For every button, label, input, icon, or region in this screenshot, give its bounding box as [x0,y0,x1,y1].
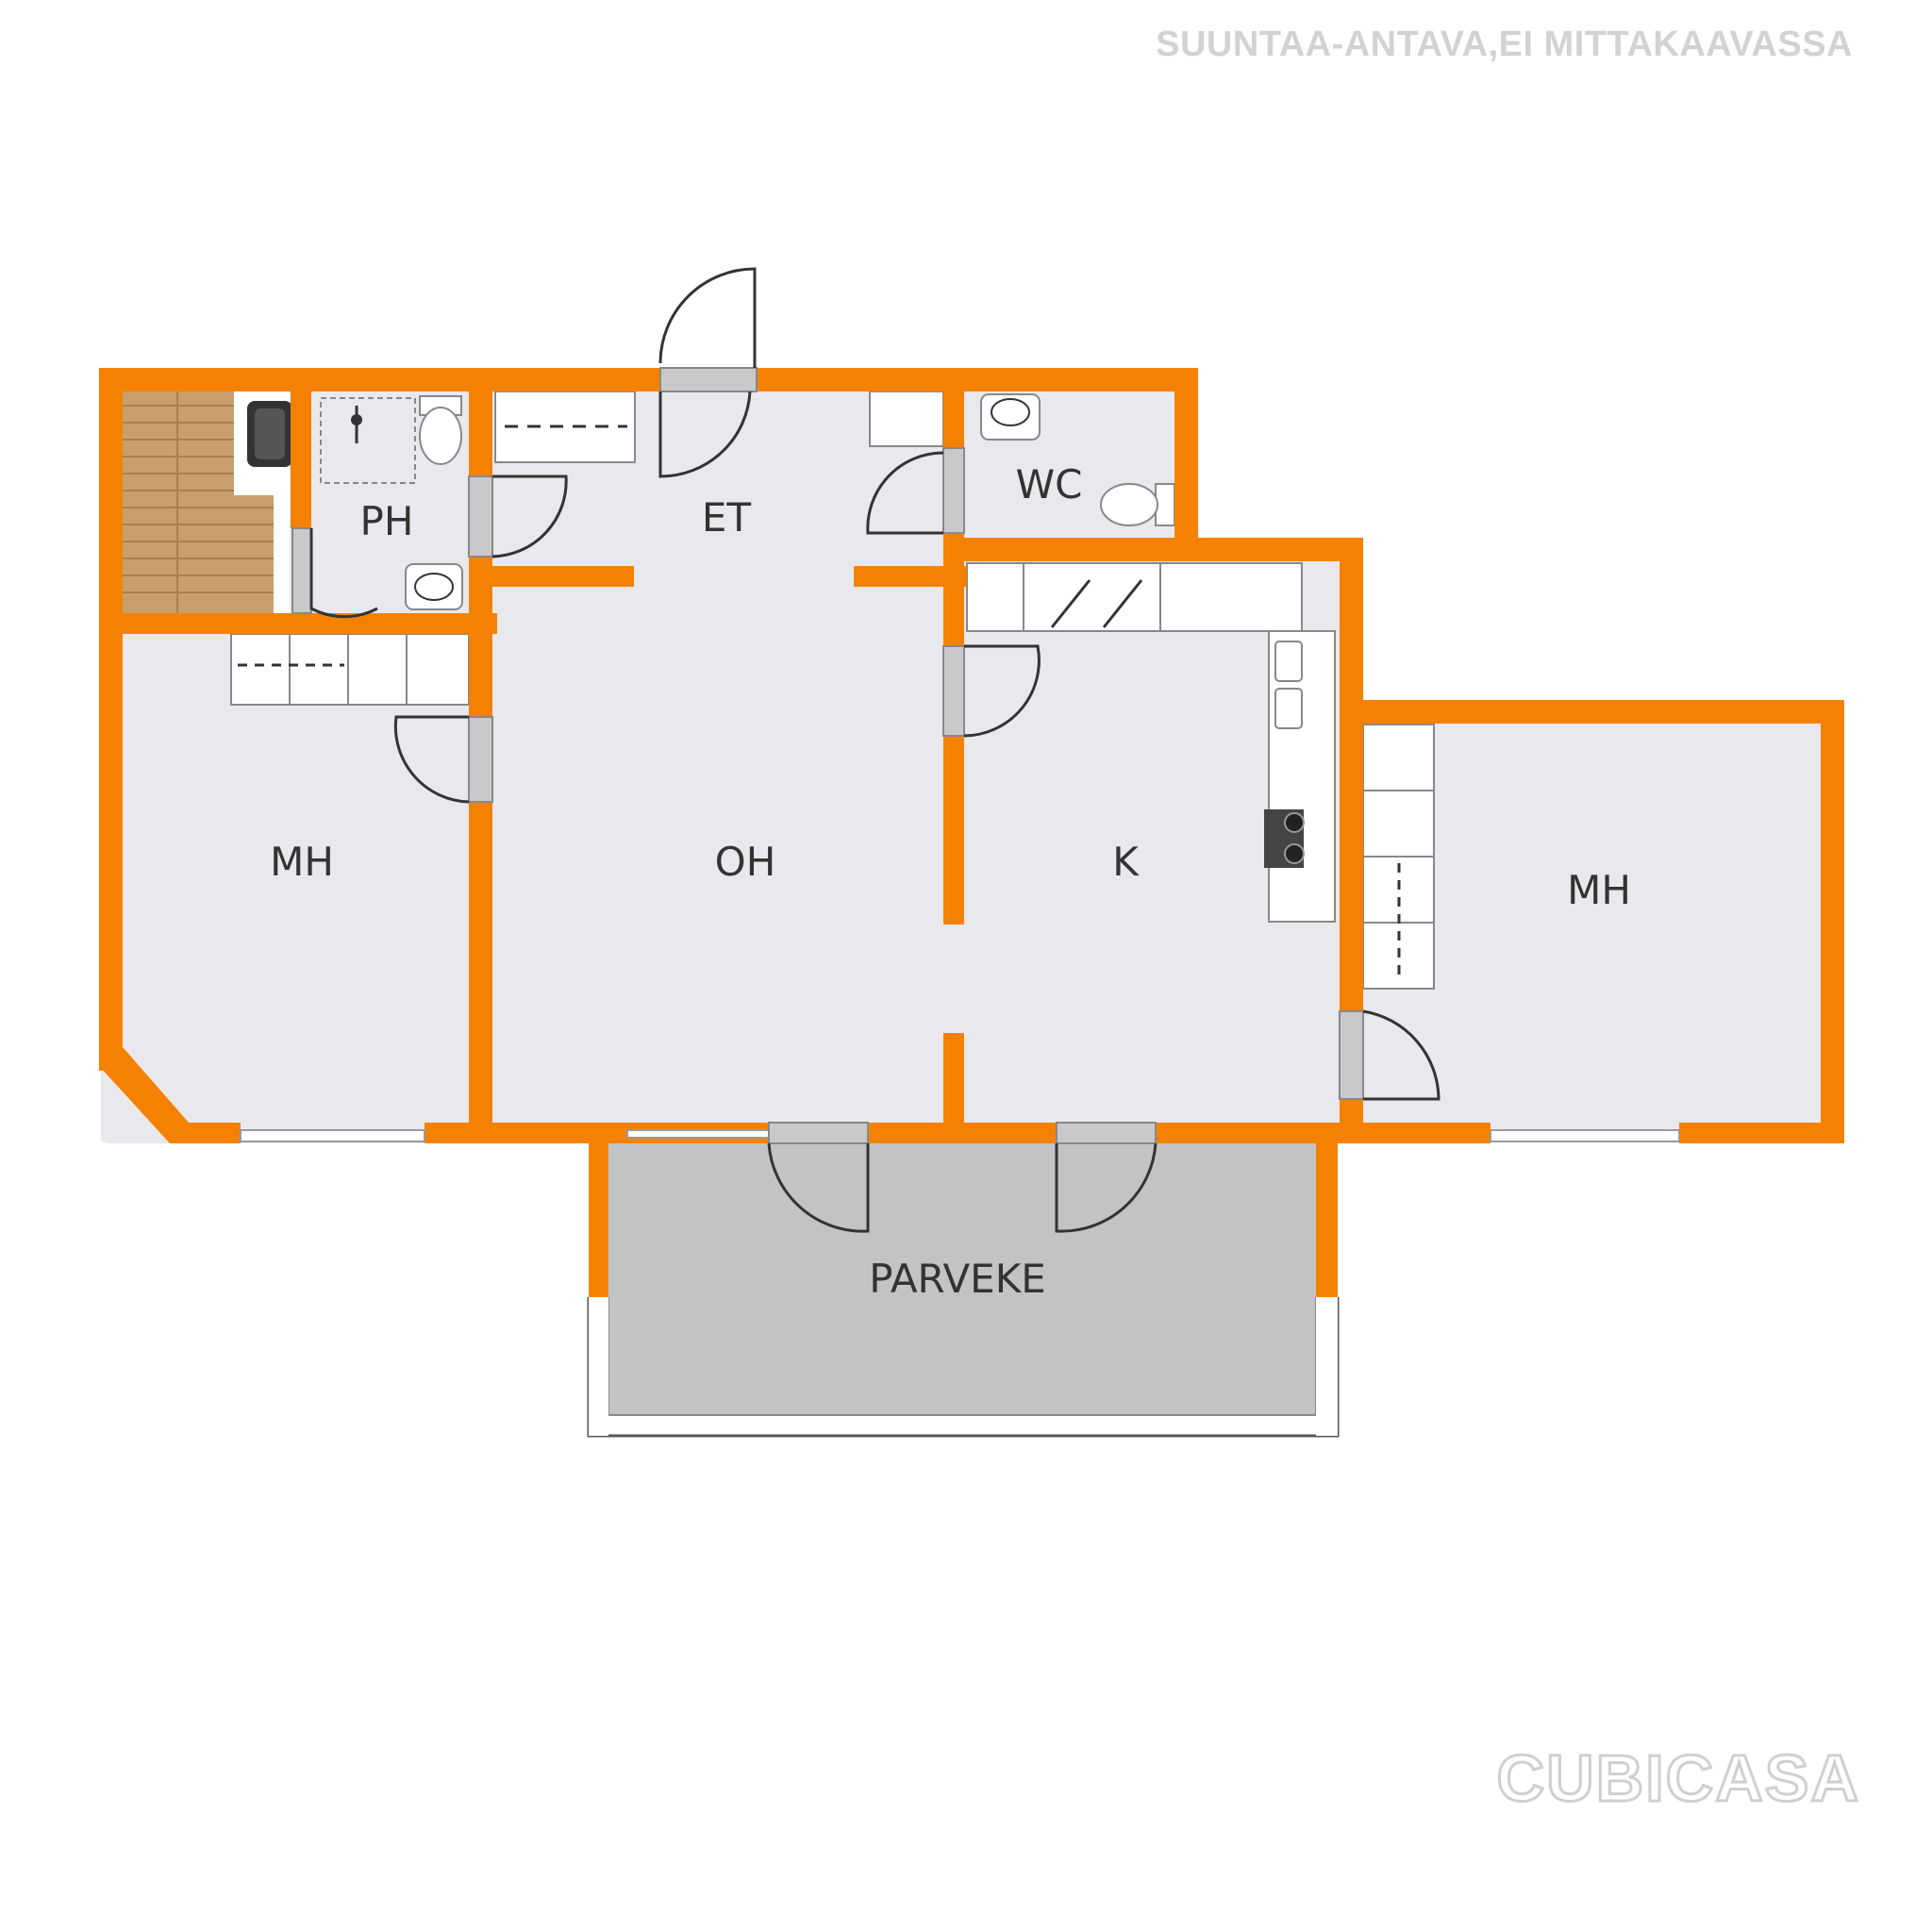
toilet-ph-icon [419,407,462,465]
mh-right-door [1362,1009,1441,1101]
wall-left-bevel [99,1047,189,1143]
balcony-door-right [1055,1142,1158,1233]
wall-sauna-ph [291,391,311,528]
sauna-door [309,528,378,619]
room-label-mh-left: MH [270,839,334,885]
cubicasa-logo: CUBICASA [1495,1740,1860,1817]
floor-balcony [608,1143,1316,1415]
toilet-wc-icon [1100,483,1158,526]
wall-oh-k-bottom [943,1033,964,1132]
wall-oh-k-mid [943,736,964,924]
wall-mh-right-right [1821,700,1844,1143]
window-mh-left [240,1129,425,1142]
wall-oh-k-top [943,561,964,646]
room-label-k: K [1112,839,1140,885]
entry-door-outside [658,267,757,368]
sink-ph-icon [414,573,454,601]
wall-top-left [101,368,660,391]
ph-door [491,475,568,558]
room-label-mh-right: MH [1567,867,1631,913]
wall-mh-oh-a [469,594,492,717]
sauna-bench [123,391,292,613]
sink-wc-icon [991,398,1030,426]
walls [99,368,1844,1297]
room-label-parveke: PARVEKE [869,1256,1046,1302]
wall-mh-right-bottom-a [1340,1123,1491,1143]
mh-left-door [393,715,470,804]
wall-kitchen-top [943,538,1363,561]
kitchen-door [963,644,1041,738]
entry-door-inside [658,391,752,478]
wall-bottom-center-b [868,1123,1057,1143]
door-swings [309,267,1441,1233]
wall-sauna-bottom [101,613,497,634]
room-label-oh: OH [715,839,776,885]
disclaimer-text: SUUNTAA-ANTAVA,EI MITTAKAAVASSA [1156,25,1853,64]
entry-cabinet [869,391,944,447]
room-label-wc: WC [1016,461,1083,508]
wall-k-mh-bottom [1340,1099,1363,1143]
wall-et-wc-top [943,391,964,448]
wall-bottom-center-c [1156,1123,1358,1143]
wall-et-stub-right [854,566,967,587]
wall-left [99,368,123,1071]
room-label-et: ET [702,494,752,541]
entry-closet [494,391,636,463]
wall-mh-oh-b [469,802,492,1132]
wall-mh-right-bottom-b [1679,1123,1844,1143]
room-label-ph: PH [360,498,414,544]
wall-top-right [757,368,1198,391]
wall-balcony-left [589,1132,608,1297]
balcony-door-left [767,1142,870,1233]
wall-et-stub-left [469,566,634,587]
wc-door [866,451,944,535]
window-mh-right [1490,1129,1680,1142]
wall-ph-right-top [469,391,492,476]
floor-mh-left [101,632,472,1132]
wall-k-mh-top [1340,700,1363,1011]
room-labels: ET PH WC MH OH K MH PARVEKE [270,461,1631,1302]
wall-bottom-left-a [170,1123,241,1143]
wall-kitchen-right [1340,538,1363,708]
wall-balcony-right [1316,1132,1338,1297]
wall-mh-right-top [1340,700,1844,724]
closet-mh-right [1362,724,1435,791]
wall-wc-right [1174,368,1198,557]
balcony-railing [587,1297,1340,1438]
fixtures [230,391,1435,990]
kitchen-counter-top [966,562,1024,632]
door-frames [291,367,1364,1144]
shower-area [320,397,416,484]
window-oh [626,1129,770,1139]
